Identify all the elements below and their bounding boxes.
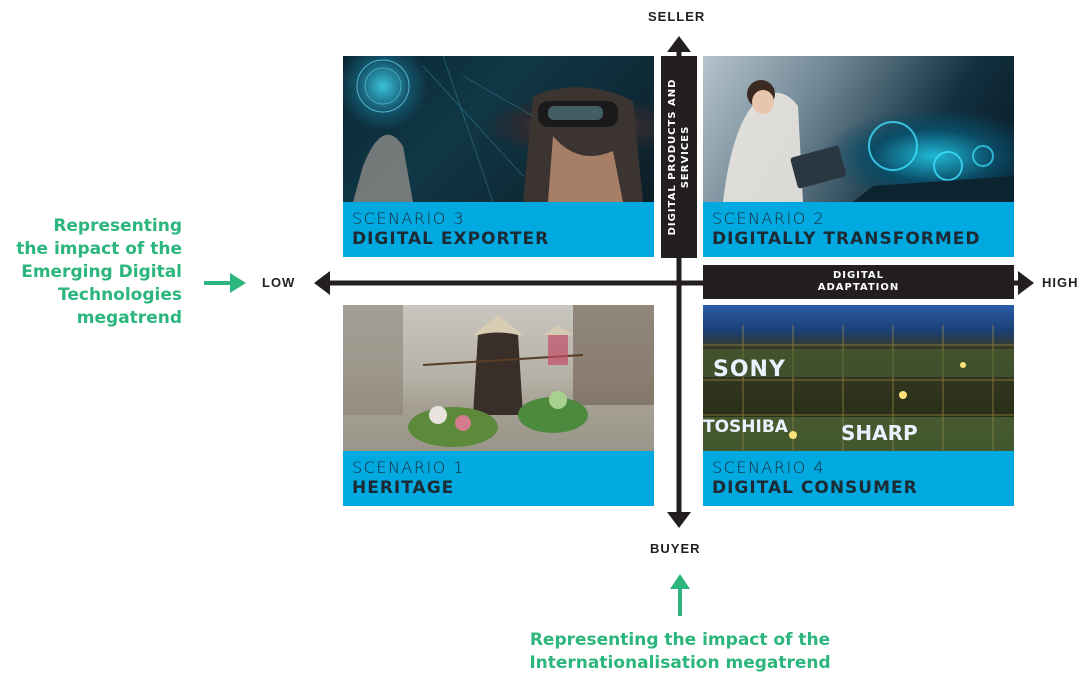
scenario-1-photo — [343, 305, 654, 451]
digital-products-label-box: DIGITAL PRODUCTS AND SERVICES — [661, 56, 697, 258]
scenario-2-name: DIGITALLY TRANSFORMED — [712, 229, 981, 249]
green-arrow-up-head — [670, 574, 690, 589]
horizontal-axis-arrow-left — [314, 271, 330, 295]
vertical-axis-arrow-down — [667, 512, 691, 528]
scenario-2-caption: SCENARIO 2 DIGITALLY TRANSFORMED — [703, 202, 1014, 257]
scenario-3-caption: SCENARIO 3 DIGITAL EXPORTER — [343, 202, 654, 257]
axis-label-high: HIGH — [1042, 275, 1079, 290]
scenario-1-name: HERITAGE — [352, 478, 455, 498]
scenario-4-name: DIGITAL CONSUMER — [712, 478, 918, 498]
vertical-axis-arrow-up — [667, 36, 691, 52]
axis-label-seller: SELLER — [648, 9, 706, 24]
electronics-store-scene — [703, 325, 1014, 451]
scenario-card-1: SCENARIO 1 HERITAGE — [343, 305, 654, 506]
axis-label-buyer: BUYER — [650, 541, 701, 556]
left-note: Representing the impact of the Emerging … — [16, 216, 182, 328]
scenario-3-photo — [343, 56, 654, 202]
autonomous-car-scene — [723, 80, 1014, 202]
scenario-4-caption: SCENARIO 4 DIGITAL CONSUMER — [703, 451, 1014, 506]
scenario-3-number: SCENARIO 3 — [352, 209, 466, 228]
scenario-3-name: DIGITAL EXPORTER — [352, 229, 550, 249]
axis-label-low: LOW — [262, 275, 296, 290]
scenario-4-number: SCENARIO 4 — [712, 458, 826, 477]
horizontal-axis-arrow-right — [1018, 271, 1034, 295]
scenario-2-number: SCENARIO 2 — [712, 209, 826, 228]
scenario-card-3: SCENARIO 3 DIGITAL EXPORTER — [343, 56, 654, 257]
digital-adaptation-label-line2: ADAPTATION — [817, 282, 900, 293]
bottom-note: Representing the impact of the Internati… — [529, 630, 831, 673]
digital-products-label: DIGITAL PRODUCTS AND SERVICES — [667, 78, 691, 236]
street-vendor-scene — [343, 305, 654, 447]
vr-headset-scene — [353, 56, 643, 202]
scenario-card-4: SONY TOSHIBA SHARP SCENARIO 4 DIGITAL CO… — [703, 305, 1014, 506]
toshiba-sign: TOSHIBA — [703, 417, 788, 437]
digital-adaptation-label-box: DIGITAL ADAPTATION — [703, 265, 1014, 299]
scenario-1-caption: SCENARIO 1 HERITAGE — [343, 451, 654, 506]
scenario-2-photo — [703, 56, 1014, 202]
sharp-sign: SHARP — [841, 421, 918, 445]
scenario-1-number: SCENARIO 1 — [352, 458, 466, 477]
digital-adaptation-label-line1: DIGITAL — [832, 270, 885, 281]
scenario-card-2: SCENARIO 2 DIGITALLY TRANSFORMED — [703, 56, 1014, 257]
sony-sign: SONY — [713, 357, 786, 382]
scenario-4-photo: SONY TOSHIBA SHARP — [703, 305, 1014, 451]
green-arrow-right-head — [230, 273, 246, 293]
